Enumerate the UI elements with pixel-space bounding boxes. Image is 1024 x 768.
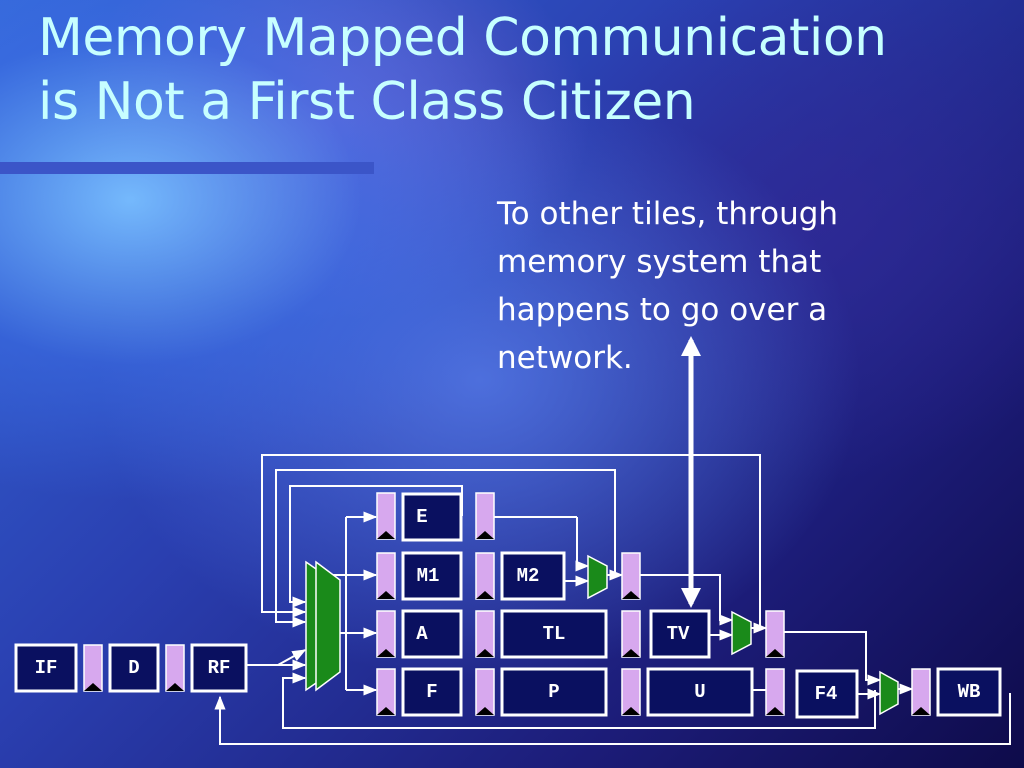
pipeline-latches xyxy=(83,492,931,716)
stage-rf-label: RF xyxy=(208,657,231,679)
title-line-1: Memory Mapped Communication xyxy=(38,8,887,68)
stage-if: IF xyxy=(14,643,78,693)
stage-tl-label: TL xyxy=(543,623,566,645)
stage-d: D xyxy=(108,643,160,693)
pipeline-wires xyxy=(214,454,1011,745)
stage-m2-label: M2 xyxy=(517,565,540,587)
latch-d-rf xyxy=(165,644,185,692)
stage-wb: WB xyxy=(936,667,1002,717)
slide-title: Memory Mapped Communication is Not a Fir… xyxy=(38,6,998,134)
stage-tv: TV xyxy=(649,609,711,659)
wire-rf-to-mux-1 xyxy=(277,649,307,666)
wire-to-final-mux xyxy=(783,631,882,686)
stage-if-label: IF xyxy=(35,657,58,679)
latch-post-u xyxy=(765,668,785,716)
latch-post-e xyxy=(475,492,495,540)
mux-final xyxy=(879,670,899,716)
latch-post-m1 xyxy=(475,552,495,600)
stage-a: A xyxy=(401,609,463,659)
stage-e: E xyxy=(401,492,463,542)
stage-e-label: E xyxy=(416,506,427,528)
title-line-2: is Not a First Class Citizen xyxy=(38,72,696,132)
stage-u-label: U xyxy=(694,681,705,703)
stage-f4-label: F4 xyxy=(815,683,838,705)
stage-m1-label: M1 xyxy=(417,565,440,587)
wire-latch-to-mux2 xyxy=(639,574,734,626)
network-note: To other tiles, through memory system th… xyxy=(497,196,839,376)
stage-p: P xyxy=(500,667,608,717)
latch-pre-e xyxy=(376,492,396,540)
stage-f4: F4 xyxy=(795,669,859,719)
stage-p-label: P xyxy=(548,681,559,703)
stage-d-label: D xyxy=(128,657,139,679)
title-underline-bar xyxy=(0,162,374,174)
wire-bypass-bottom xyxy=(282,672,876,729)
stage-rf: RF xyxy=(190,643,248,693)
latch-post-f xyxy=(475,668,495,716)
stage-u: U xyxy=(646,667,754,717)
latch-post-tv xyxy=(765,610,785,658)
stage-wb-label: WB xyxy=(958,681,981,703)
latch-pre-m1 xyxy=(376,552,396,600)
latch-post-tl xyxy=(621,610,641,658)
latch-if-d xyxy=(83,644,103,692)
wire-e-to-mux xyxy=(575,517,590,572)
stage-f: F xyxy=(401,667,463,717)
latch-pre-a xyxy=(376,610,396,658)
mux-m2 xyxy=(587,554,608,600)
wire-writeback-return xyxy=(214,693,1011,745)
latch-pre-f xyxy=(376,668,396,716)
latch-post-p xyxy=(621,668,641,716)
latch-post-m2 xyxy=(621,552,641,600)
stage-m2: M2 xyxy=(500,551,566,601)
latch-post-a xyxy=(475,610,495,658)
stage-m1: M1 xyxy=(401,551,463,601)
mux-tv xyxy=(731,610,752,656)
wire-bypass-middle xyxy=(275,469,616,628)
stage-f-label: F xyxy=(426,681,437,703)
stage-tl: TL xyxy=(500,609,608,659)
latch-pre-wb xyxy=(911,668,931,716)
stage-a-label: A xyxy=(416,623,428,645)
stage-tv-label: TV xyxy=(667,623,690,645)
operand-mux-front xyxy=(315,560,341,692)
